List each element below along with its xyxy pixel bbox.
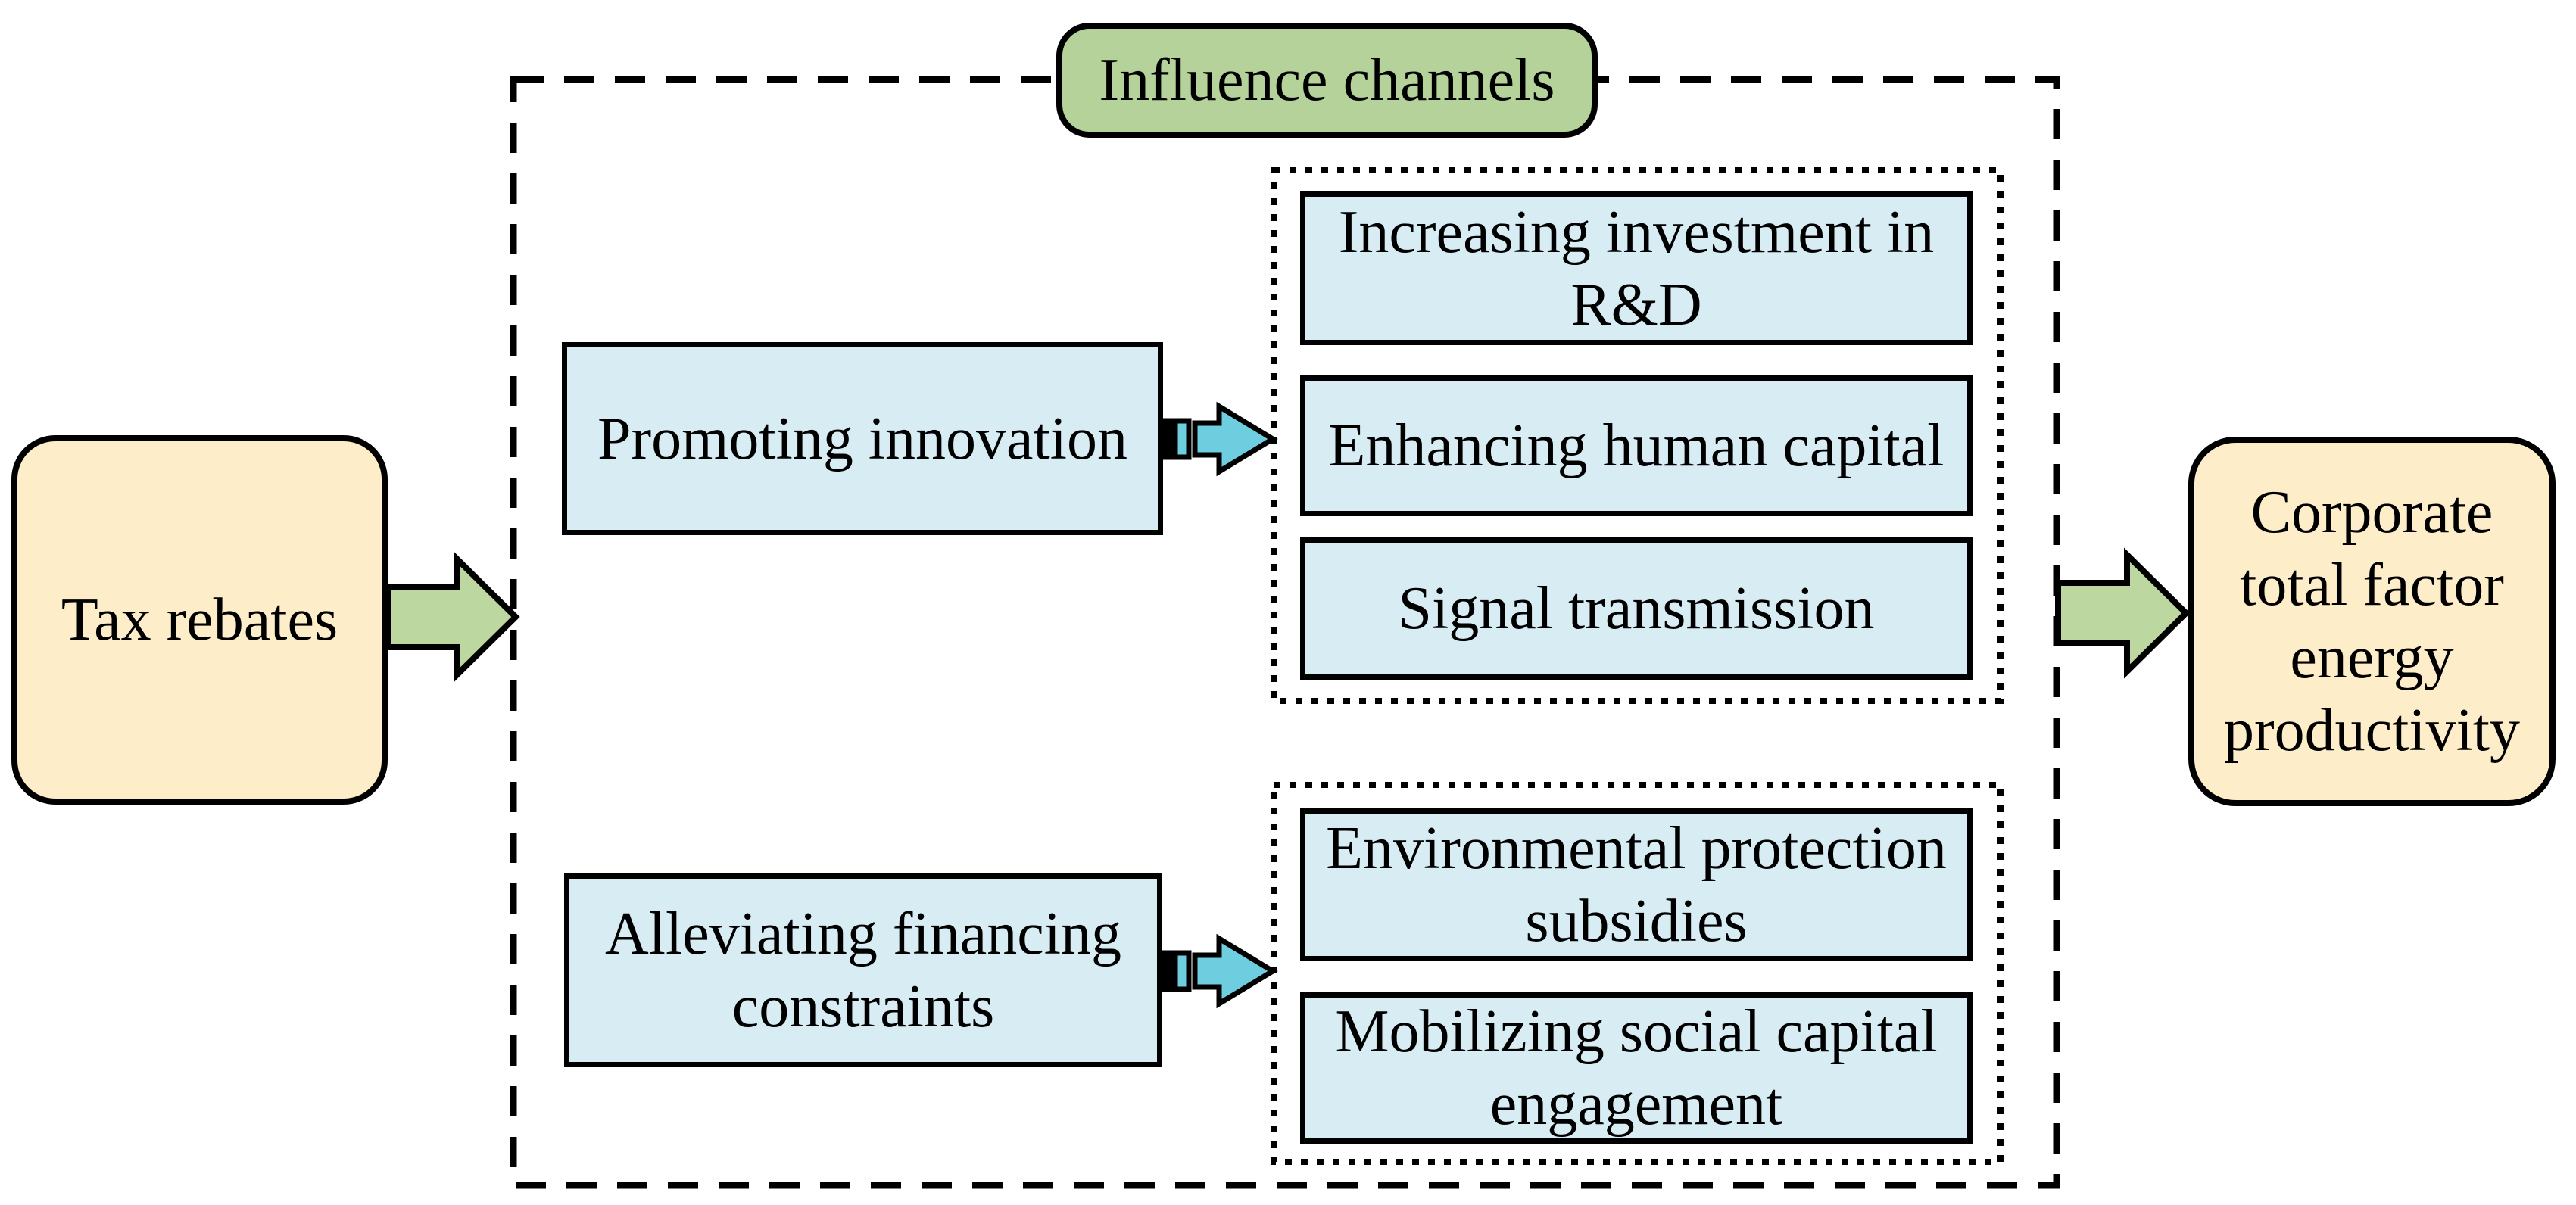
corporate-energy-productivity-label: Corporate total factor energy productivi… [2223,479,2521,764]
alleviating-financing-node: Alleviating financing constraints [564,873,1162,1067]
striped-arrow-head-icon [1192,401,1278,477]
mechanism-rd-investment-node: Increasing investment in R&D [1300,191,1973,345]
innovation-mechanisms-dotted-border [1271,167,2004,704]
striped-arrow-bar-icon [1162,950,1173,992]
corporate-energy-productivity-node: Corporate total factor energy productivi… [2188,437,2556,806]
promoting-innovation-node: Promoting innovation [562,342,1163,535]
mechanism-environmental-subsidies-label: Environmental protection subsidies [1326,815,1947,954]
innovation-striped-arrow-icon [1162,401,1278,477]
mechanism-social-capital-label: Mobilizing social capital engagement [1335,998,1938,1138]
mechanism-rd-investment-label: Increasing investment in R&D [1338,198,1935,338]
mechanism-human-capital-node: Enhancing human capital [1300,375,1973,516]
alleviating-financing-label: Alleviating financing constraints [604,901,1122,1040]
mechanism-signal-transmission-node: Signal transmission [1300,537,1973,680]
tax-to-channels-arrow-icon [385,551,520,683]
influence-channels-title-label: Influence channels [1099,47,1555,114]
mechanism-human-capital-label: Enhancing human capital [1328,413,1944,479]
striped-arrow-head-icon [1192,933,1278,1009]
financing-striped-arrow-icon [1162,933,1278,1009]
mechanism-environmental-subsidies-node: Environmental protection subsidies [1300,808,1973,961]
striped-arrow-bar-icon [1162,418,1173,460]
striped-arrow-bar-icon [1172,950,1192,992]
tax-rebates-label: Tax rebates [61,587,338,653]
striped-arrow-bar-icon [1172,418,1192,460]
influence-channels-title: Influence channels [1056,23,1598,138]
channels-to-outcome-arrow-icon [2055,547,2191,679]
mechanism-signal-transmission-label: Signal transmission [1398,575,1875,642]
tax-rebates-node: Tax rebates [11,435,388,805]
promoting-innovation-label: Promoting innovation [597,405,1127,472]
mechanism-social-capital-node: Mobilizing social capital engagement [1300,992,1973,1144]
